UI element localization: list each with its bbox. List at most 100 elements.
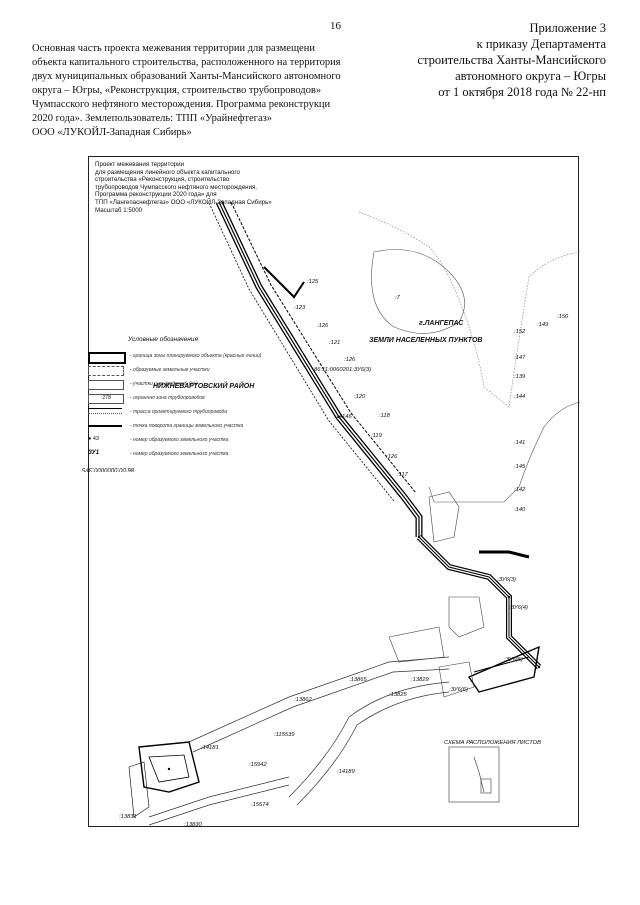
parcel-label: :119 <box>371 433 382 439</box>
buildings <box>388 491 485 698</box>
parcel-label: :13865 <box>349 677 367 683</box>
desc-line: округа – Югры, «Реконструкция, строитель… <box>32 85 322 96</box>
parcel-label: :139 <box>514 374 526 380</box>
desc-line: Основная часть проекта межевания террито… <box>32 43 315 54</box>
map-title: Проект межевания территории для размещен… <box>95 161 272 214</box>
side-code-label: 86:00:0000000:ЗУ5 <box>82 466 135 472</box>
parcel-label: :145 <box>514 464 526 470</box>
project-description: Основная часть проекта межевания террито… <box>32 42 384 140</box>
parcel-label: :152 <box>514 329 526 335</box>
parcel-label: :142 <box>514 487 526 493</box>
legend-text: - участки и по (ведения) (№) <box>130 381 198 387</box>
legend-row: :278 - охранная зона трубопроводов <box>88 394 288 406</box>
appendix-line: строительства Ханты-Мансийского <box>417 53 606 67</box>
desc-line: 2020 года». Землепользователь: ТПП «Урай… <box>32 113 273 124</box>
appendix-line: к приказу Департамента <box>476 37 606 51</box>
pipeline-symbol <box>88 408 122 414</box>
parcel-label: :13830 <box>184 822 202 828</box>
red-line-symbol <box>88 352 126 364</box>
parcel-label: :15574 <box>251 802 269 808</box>
parcel-label: :120 <box>354 394 366 400</box>
legend-row: - участки и по (ведения) (№) <box>88 380 288 392</box>
lake-outline <box>371 249 465 334</box>
parcel-label: :123 <box>294 305 306 311</box>
sheet-layout-scheme <box>448 746 500 803</box>
parcel-label: :141 <box>514 440 526 446</box>
parcel-label: :13862 <box>294 697 312 703</box>
parcel-label: :14189 <box>337 769 355 775</box>
legend-text: - охранная зона трубопроводов <box>130 395 205 401</box>
turning-points <box>167 295 541 771</box>
legend-text: - номер образуемого земельного участка <box>130 437 229 443</box>
parcel-label: :ЗУ6(3) <box>497 577 516 583</box>
map-title-line: Программа реконструкции 2020 года» для <box>95 191 217 199</box>
parcel-label: :147 <box>514 355 526 361</box>
parcel-label: :ЗУ6(6) <box>449 687 468 693</box>
route-symbol <box>88 422 122 427</box>
parcel-label: :13829 <box>411 677 429 683</box>
bottom-left-parcel <box>128 741 200 818</box>
legend-row: - точка поворота границы земельного учас… <box>88 422 288 434</box>
appendix-line: от 1 октября 2018 года № 22-нп <box>438 85 606 99</box>
parcel-label: :126 <box>344 357 356 363</box>
parcel-label: :144 <box>514 394 526 400</box>
desc-line: ООО «ЛУКОЙЛ-Западная Сибирь» <box>32 127 192 138</box>
parcel-label: :14181 <box>201 745 219 751</box>
pipeline-corridor <box>208 200 542 693</box>
parcel-label: :7 <box>395 295 400 301</box>
point-label: 43 <box>92 436 99 442</box>
legend-text: - номер образуемого земельного участка <box>130 451 229 457</box>
parcel-label: :126 <box>386 454 398 460</box>
legend-text: - трасса проектируемого трубопровода <box>130 409 228 415</box>
parcel-label: :ЗУ6(5) <box>504 657 523 663</box>
legend-row: - граница зоны планируемого объекта (кра… <box>88 352 288 364</box>
parcel-label: :150 <box>557 314 569 320</box>
map-title-line: Масштаб 1:5000 <box>95 206 143 214</box>
legend-row: ЗУ1 - номер образуемого земельного участ… <box>88 450 288 462</box>
parcel-label: :ЗУ6(4) <box>509 605 528 611</box>
appendix-line: автономного округа – Югры <box>455 69 606 83</box>
right-area-outline <box>428 401 580 503</box>
map-title-line: трубопроводов Чумпасского нефтяного мест… <box>95 183 258 191</box>
number-symbol: :278 <box>88 394 124 404</box>
parcel-label: :118 <box>379 413 390 419</box>
desc-line: объекта капитального строительства, расп… <box>32 57 341 68</box>
desc-line: двух муниципальных образований Ханты-Ман… <box>32 71 341 82</box>
city-boundary <box>358 211 580 408</box>
parcel-label: :149 <box>537 322 549 328</box>
roads <box>148 656 450 826</box>
legend-text: - точка поворота границы земельного учас… <box>130 423 244 429</box>
map-drawing <box>128 200 580 826</box>
parcel-label: :121 <box>329 340 341 346</box>
page-number: 16 <box>330 20 341 32</box>
map-title-line: Проект межевания территории <box>95 161 185 168</box>
legend-text: - образуемые земельные участки <box>130 367 210 373</box>
parcel-label: :125 <box>307 279 319 285</box>
legend-text: - граница зоны планируемого объекта (кра… <box>130 353 262 359</box>
map-title-line: строительства «Реконструкция, строительс… <box>95 176 230 184</box>
parcel-label: :115539 <box>274 732 295 738</box>
settlement-lands-label: ЗЕМЛИ НАСЕЛЕННЫХ ПУНКТОВ <box>369 337 483 344</box>
legend-row: - трасса проектируемого трубопровода <box>88 408 288 420</box>
parcel-code-label: 86:11:0060201:ЗУ6(3) <box>314 367 372 373</box>
parcel-label: :126 <box>317 323 329 329</box>
legend-row: ● 43 - номер образуемого земельного учас… <box>88 436 288 448</box>
map-title-line: ТПП «Лангепаснефтегаз» ООО «ЛУКОЙЛ-Запад… <box>95 198 272 206</box>
parcel-label: :117 <box>397 472 408 478</box>
city-label: г.ЛАНГЕПАС <box>419 320 464 327</box>
appendix-line: Приложение 3 <box>529 21 606 35</box>
parcel-label: :13831 <box>119 814 137 820</box>
land-survey-map: Проект межевания территории для размещен… <box>88 156 580 828</box>
parcel-label: :15942 <box>249 762 267 768</box>
parcel-label: :13825 <box>389 692 407 698</box>
area-symbol <box>88 380 124 390</box>
legend-title: Условные обозначения <box>128 336 198 343</box>
point-symbol: ● 43 <box>88 436 99 442</box>
parcel-label: :140 <box>514 507 526 513</box>
desc-line: Чумпасского нефтяного месторождения. Про… <box>32 99 331 110</box>
parcel-symbol <box>88 366 124 376</box>
district-label: НИЖНЕВАРТОВСКИЙ РАЙОН <box>153 383 255 390</box>
appendix-header: Приложение 3 к приказу Департамента стро… <box>356 20 606 100</box>
scheme-label: СХЕМА РАСПОЛОЖЕНИЯ ЛИСТОВ <box>444 740 542 746</box>
parcel-number-symbol: ЗУ1 <box>88 450 100 456</box>
